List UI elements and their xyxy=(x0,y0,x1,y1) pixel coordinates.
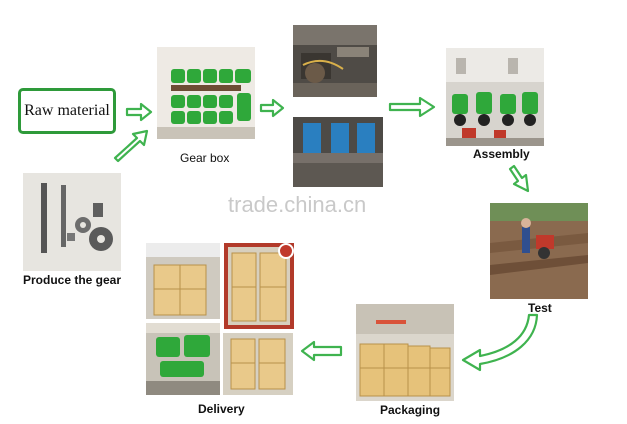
gear-box-photo xyxy=(157,47,255,139)
assembly-photo xyxy=(446,48,544,146)
packaging-photo xyxy=(356,304,454,401)
machining-photo-bottom xyxy=(293,117,383,187)
arrow-gearbox-to-machining xyxy=(259,98,285,118)
arrow-assembly-to-test xyxy=(508,164,530,193)
delivery-photo-3 xyxy=(146,323,220,395)
arrow-packaging-to-delivery xyxy=(300,340,343,362)
test-label: Test xyxy=(528,301,552,315)
arrow-produce-to-gearbox xyxy=(113,129,149,163)
test-photo xyxy=(490,203,588,299)
assembly-label: Assembly xyxy=(473,147,530,161)
produce-gear-photo xyxy=(23,173,121,271)
packaging-label: Packaging xyxy=(380,403,441,417)
machining-photo-top xyxy=(293,25,377,97)
delivery-photo-2 xyxy=(224,243,294,329)
arrow-raw-to-gearbox xyxy=(125,102,153,122)
gear-box-label: Gear box xyxy=(180,151,230,165)
watermark-text: trade.china.cn xyxy=(228,192,367,217)
produce-gear-label: Produce the gear xyxy=(23,273,122,287)
arrow-machining-to-assembly xyxy=(388,96,436,118)
delivery-photo-1 xyxy=(146,243,220,319)
raw-material-box: Raw material xyxy=(18,88,116,134)
delivery-label: Delivery xyxy=(198,402,245,416)
raw-material-label: Raw material xyxy=(24,102,110,119)
delivery-photo-4 xyxy=(223,333,293,395)
arrow-test-to-packaging xyxy=(461,313,539,372)
